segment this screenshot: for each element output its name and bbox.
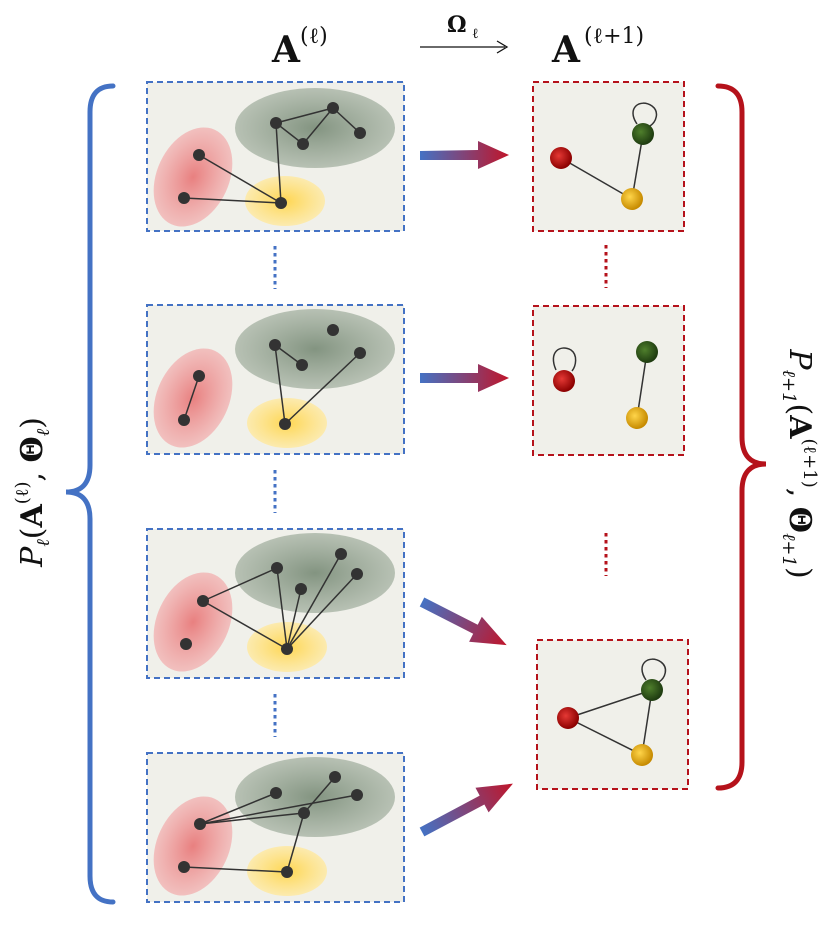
supernode-green [636, 341, 658, 363]
left-label-comma: , [15, 462, 50, 481]
header-arrow: Ω ℓ [420, 12, 509, 54]
edges [183, 776, 358, 873]
left-label-theta: Θ [15, 436, 50, 462]
header-arrow-head [496, 40, 509, 54]
header-arrow-label: Ω [447, 12, 467, 38]
edges [552, 347, 648, 419]
pooling-arrow-3 [419, 597, 507, 646]
right-label-theta-sub: ℓ+1 [778, 533, 799, 567]
cluster-green [235, 88, 395, 168]
input-graph-panel-2 [146, 304, 405, 455]
header-left-base: A [271, 29, 301, 71]
nodes [178, 771, 363, 878]
cluster-red [153, 348, 233, 448]
header-left-sup: (ℓ) [300, 24, 328, 49]
right-label-a: A [782, 414, 817, 439]
input-graph-panel-1 [146, 81, 405, 232]
left-label-theta-sub: ℓ [33, 428, 54, 436]
left-label-close: ) [15, 417, 50, 429]
right-brace [715, 83, 767, 791]
svg-text:Pℓ+1(A(ℓ+1), Θℓ+1): Pℓ+1(A(ℓ+1), Θℓ+1) [778, 348, 820, 578]
left-label-a: A [15, 503, 50, 528]
pooling-arrow-2 [420, 364, 509, 392]
svg-text:Pℓ(A(ℓ), Θℓ): Pℓ(A(ℓ), Θℓ) [12, 417, 54, 568]
header-arrow-sub: ℓ [472, 26, 479, 42]
pooled-graph-panel-2 [532, 305, 685, 456]
left-label-open: ( [15, 527, 50, 539]
right-label-theta: Θ [782, 507, 817, 533]
cluster-green [235, 757, 395, 837]
supernode-green [641, 679, 663, 701]
header-left-matrix: A (ℓ) [271, 24, 328, 71]
supernode-red [550, 147, 572, 169]
left-brace-label: Pℓ(A(ℓ), Θℓ) [12, 417, 54, 568]
cluster-red [153, 127, 233, 227]
supernode-yellow [621, 188, 643, 210]
left-label-p: P [15, 546, 50, 568]
right-label-p: P [782, 348, 817, 370]
pooling-arrow-4 [419, 783, 513, 837]
nodes [178, 102, 366, 209]
left-brace [65, 83, 116, 905]
right-label-comma: , [782, 488, 817, 507]
pooled-graph-panel-1 [532, 81, 685, 232]
supernode-yellow [626, 407, 648, 429]
right-label-a-sup: (ℓ+1) [799, 439, 820, 488]
header-right-sup: (ℓ+1) [584, 24, 644, 49]
pooling-arrow-1 [420, 141, 509, 169]
header-right-base: A [551, 29, 581, 71]
right-label-open: ( [782, 404, 817, 416]
right-brace-label: Pℓ+1(A(ℓ+1), Θℓ+1) [778, 348, 820, 578]
cluster-green [235, 309, 395, 389]
right-label-close: ) [782, 567, 817, 579]
supernode-red [557, 707, 579, 729]
pooled-graph-panel-3 [536, 639, 689, 790]
right-label-p-sub: ℓ+1 [778, 369, 799, 403]
header-right-matrix: A (ℓ+1) [551, 24, 644, 71]
left-label-a-sup: (ℓ) [12, 482, 33, 505]
supernode-yellow [631, 744, 653, 766]
nodes [180, 548, 363, 655]
cluster-green [235, 533, 395, 613]
supernode-green [632, 123, 654, 145]
input-graph-panel-3 [146, 528, 405, 679]
input-graph-panel-4 [146, 752, 405, 903]
nodes [178, 324, 366, 430]
edges [202, 553, 358, 650]
left-label-p-sub: ℓ [33, 539, 54, 547]
supernode-red [553, 370, 575, 392]
